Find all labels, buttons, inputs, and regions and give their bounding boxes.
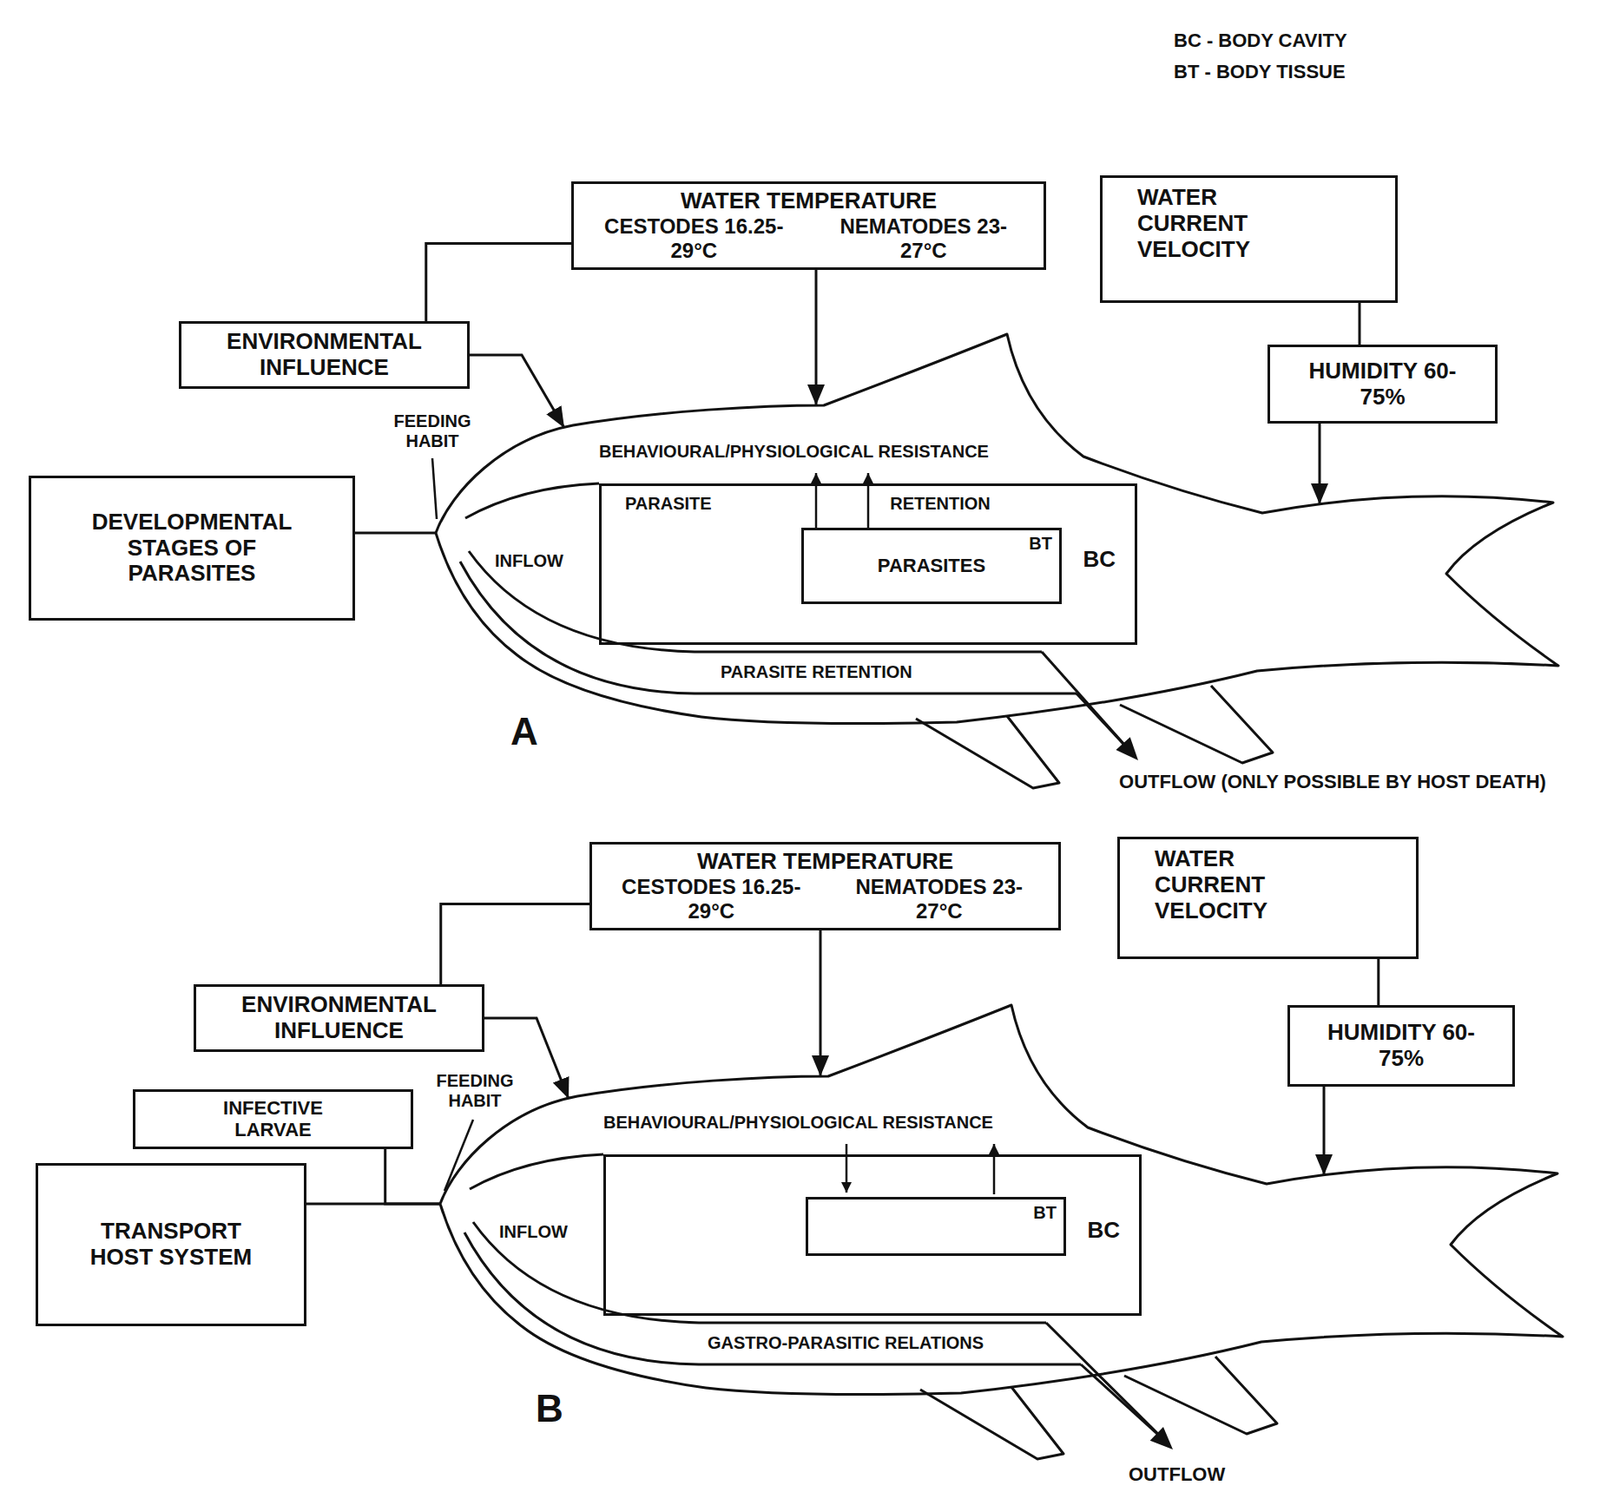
band-label: PARASITE RETENTION: [625, 493, 991, 514]
flow-connector: [469, 355, 565, 428]
flow-label: OUTFLOW (ONLY POSSIBLE BY HOST DEATH): [1080, 770, 1585, 793]
range-text: NEMATODES 23-27°C: [825, 875, 1054, 923]
factor-box: HUMIDITY 60-75%: [1287, 1005, 1515, 1087]
fish-drawing: [435, 334, 1559, 789]
flow-connector: [306, 1203, 441, 1206]
ventral-fin: [1119, 685, 1273, 764]
body-tissue-box: BT: [805, 1197, 1067, 1257]
box-text: HUMIDITY 60-75%: [1314, 1020, 1489, 1073]
factor-box: ENVIRONMENTAL INFLUENCE: [193, 984, 485, 1053]
panel-letter: A: [510, 710, 539, 755]
factor-box: HUMIDITY 60-75%: [1267, 344, 1498, 424]
key-text: BT - BODY TISSUE: [1173, 60, 1346, 83]
box-title: WATER TEMPERATURE: [579, 188, 1039, 215]
flow-label: INFLOW: [499, 1222, 568, 1243]
ventral-fin: [920, 1387, 1064, 1460]
source-box: TRANSPORT HOST SYSTEM: [35, 1163, 307, 1327]
outflow-arrowhead: [1115, 737, 1139, 761]
outflow-line: [1041, 651, 1133, 755]
band-label: PARASITE RETENTION: [720, 662, 913, 683]
outflow-arrowhead: [1150, 1427, 1173, 1450]
ventral-fin: [915, 716, 1060, 789]
range-text: NEMATODES 23-27°C: [809, 214, 1040, 263]
region-code: BC: [1082, 546, 1116, 573]
range-text: CESTODES 16.25-29°C: [579, 214, 810, 263]
transfer-head: [810, 473, 822, 484]
flow-connector: [1323, 1086, 1326, 1176]
box-text: DEVELOPMENTAL STAGES OF PARASITES: [61, 509, 323, 588]
key-text: BC - BODY CAVITY: [1173, 29, 1348, 52]
band-label: BEHAVIOURAL/PHYSIOLOGICAL RESISTANCE: [599, 441, 989, 462]
box-text: ENVIRONMENTAL INFLUENCE: [209, 992, 470, 1045]
box-text: WATER CURRENT VELOCITY: [1137, 184, 1285, 264]
box-text: PARASITES: [877, 554, 986, 577]
feeding-label: FEEDING HABIT: [371, 411, 494, 452]
fish-body: [440, 1005, 1563, 1396]
band-line: [465, 483, 600, 519]
transfer-arrow: [841, 1144, 852, 1193]
band-label: GASTRO-PARASITIC RELATIONS: [707, 1333, 984, 1354]
flow-connector: [1376, 959, 1380, 1006]
transfer-arrow: [988, 1144, 1000, 1195]
factor-box: WATER CURRENT VELOCITY: [1099, 175, 1398, 303]
region-code: BT: [1033, 1203, 1057, 1224]
fish-host: BEHAVIOURAL/PHYSIOLOGICAL RESISTANCE BC BT: [438, 1005, 1576, 1466]
flow-connector: [819, 930, 823, 1077]
fish-host: BEHAVIOURAL/PHYSIOLOGICAL RESISTANCE BC PA…: [434, 334, 1572, 795]
panel-letter: B: [535, 1387, 564, 1432]
factor-box: WATER TEMPERATURECESTODES 16.25-29°CNEMA…: [589, 842, 1061, 931]
body-tissue-box: PARASITES BT: [801, 527, 1062, 605]
transfer-head: [841, 1182, 852, 1193]
fish-body: [435, 334, 1559, 725]
source-box: DEVELOPMENTAL STAGES OF PARASITES: [28, 475, 356, 621]
band-line: [469, 1154, 604, 1190]
factor-box: ENVIRONMENTAL INFLUENCE: [178, 321, 470, 389]
fish-drawing: [440, 1005, 1563, 1460]
transfer-head: [988, 1144, 1000, 1155]
flow-connector: [426, 243, 572, 322]
transfer-head: [862, 473, 874, 484]
flow-connector: [1318, 423, 1322, 505]
box-text: WATER CURRENT VELOCITY: [1154, 846, 1303, 925]
flow-label: INFLOW: [494, 551, 564, 572]
box-text: TRANSPORT HOST SYSTEM: [84, 1218, 258, 1271]
flow-label: OUTFLOW: [1128, 1463, 1225, 1486]
region-code: BC: [1086, 1218, 1120, 1245]
flow-connector: [1358, 302, 1362, 345]
factor-box: WATER CURRENT VELOCITY: [1117, 836, 1419, 960]
outflow-line: [1046, 1323, 1168, 1444]
band-label: BEHAVIOURAL/PHYSIOLOGICAL RESISTANCE: [603, 1112, 994, 1133]
region-code: BT: [1028, 533, 1053, 554]
box-text: HUMIDITY 60-75%: [1296, 358, 1470, 411]
box-text: ENVIRONMENTAL INFLUENCE: [194, 329, 455, 382]
body-cavity-box: BC BT: [603, 1154, 1142, 1317]
flow-connector: [815, 269, 818, 406]
flow-connector: [441, 903, 590, 985]
flow-connector: [385, 1149, 441, 1205]
box-title: WATER TEMPERATURE: [597, 849, 1054, 876]
source-box: INFECTIVE LARVAE: [132, 1089, 414, 1150]
factor-box: WATER TEMPERATURECESTODES 16.25-29°CNEMA…: [571, 181, 1047, 270]
box-text: INFECTIVE LARVAE: [195, 1097, 352, 1142]
leader-line: [444, 1119, 474, 1192]
feeding-label: FEEDING HABIT: [418, 1071, 532, 1112]
range-text: CESTODES 16.25-29°C: [597, 875, 826, 923]
leader-line: [432, 458, 437, 520]
outflow-line: [1080, 1364, 1168, 1444]
flow-connector: [355, 532, 436, 535]
